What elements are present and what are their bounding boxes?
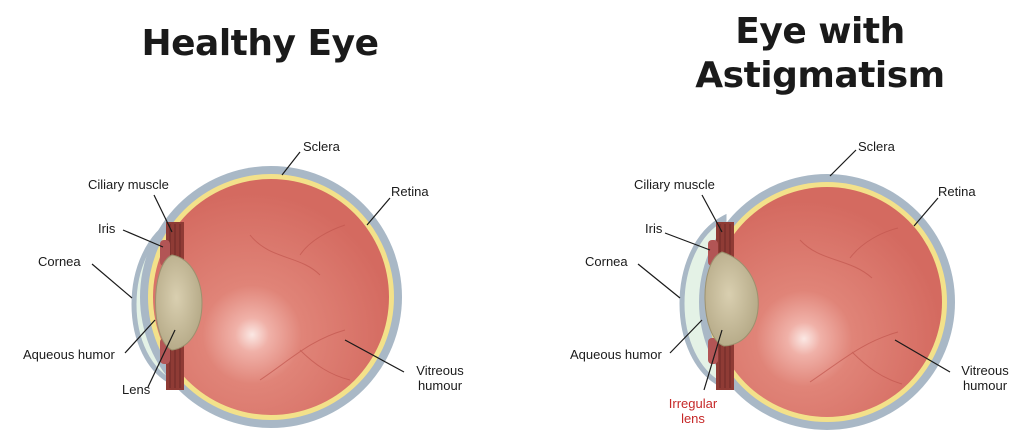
retina-label: Retina (938, 184, 976, 199)
vitreous-line2: humour (962, 378, 1008, 393)
sclera-label: Sclera (858, 139, 895, 154)
lens-shape (155, 254, 203, 351)
ciliary-muscle-label: Ciliary muscle (634, 177, 715, 192)
lens-label: Lens (122, 382, 151, 397)
ciliary-muscle-label: Ciliary muscle (88, 177, 169, 192)
title-line1: Eye with (735, 11, 905, 52)
vitreous-line1: Vitreous (961, 363, 1009, 378)
irregular-lens-shape (704, 251, 759, 347)
vitreous-shape (153, 179, 389, 415)
vitreous-humour-label: Vitreous humour (950, 363, 1020, 393)
vitreous-line1: Vitreous (416, 363, 464, 378)
iris-label: Iris (98, 221, 116, 236)
cornea-label: Cornea (38, 254, 81, 269)
irregular-lens-line2: lens (681, 411, 705, 426)
astigmatism-eye-title: Eye with Astigmatism (650, 10, 990, 98)
vitreous-shape (712, 187, 942, 417)
irregular-lens-line1: Irregular (668, 396, 718, 411)
healthy-eye-title: Healthy Eye (141, 23, 380, 64)
aqueous-humor-label: Aqueous humor (23, 347, 115, 362)
cornea-label: Cornea (585, 254, 628, 269)
vitreous-humour-label: Vitreous humour (405, 363, 475, 393)
sclera-label: Sclera (303, 139, 340, 154)
vitreous-line2: humour (417, 378, 463, 393)
title-line2: Astigmatism (695, 55, 945, 96)
aqueous-humor-label: Aqueous humor (570, 347, 662, 362)
retina-label: Retina (391, 184, 429, 199)
iris-label: Iris (645, 221, 663, 236)
irregular-lens-label: Irregular lens (660, 396, 726, 426)
